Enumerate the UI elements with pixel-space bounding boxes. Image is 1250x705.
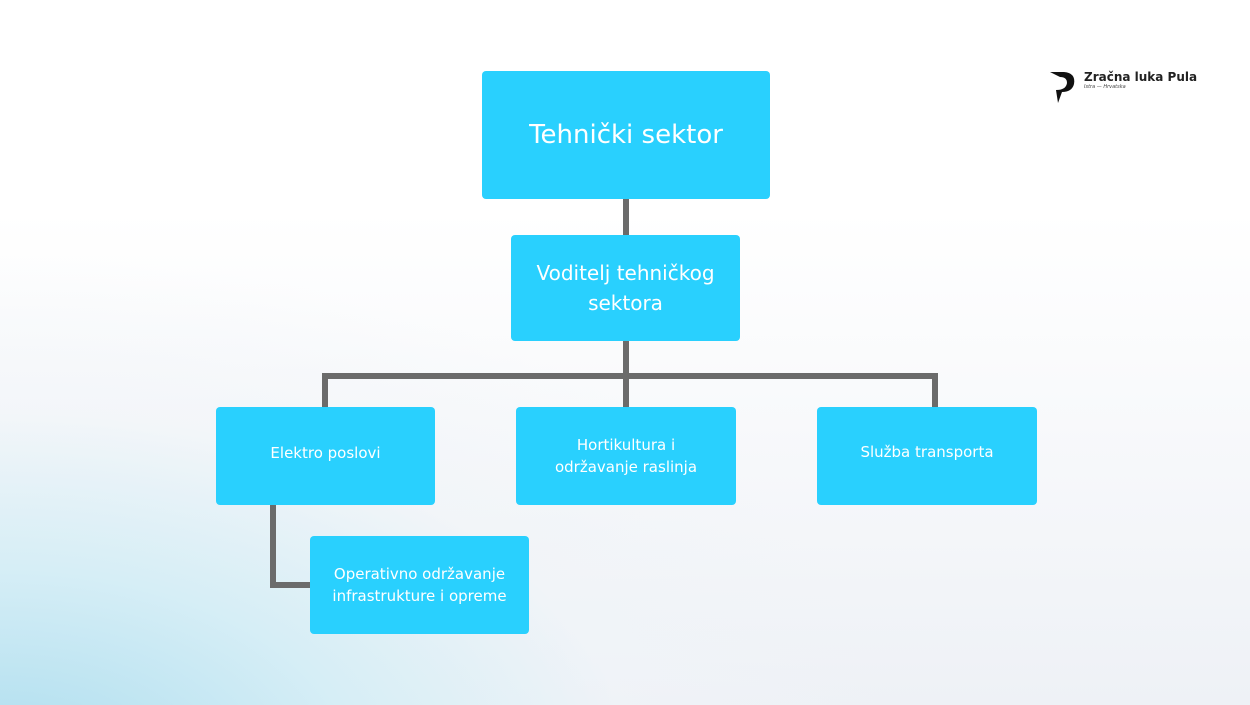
node-root: Tehnički sektor: [482, 71, 770, 199]
node-hortikultura: Hortikultura i održavanje raslinja: [516, 407, 736, 505]
logo-tagline: Istra — Hrvatska: [1084, 84, 1126, 90]
connector: [932, 373, 938, 407]
node-elektro: Elektro poslovi: [216, 407, 435, 505]
logo-name: Zračna luka Pula: [1084, 70, 1198, 84]
connector: [322, 373, 328, 407]
connector: [623, 199, 629, 235]
connector: [322, 373, 938, 379]
node-head: Voditelj tehničkog sektora: [511, 235, 740, 341]
connector: [270, 505, 276, 588]
logo: Zračna luka Pula Istra — Hrvatska: [1048, 70, 1197, 104]
logo-mark-icon: [1050, 72, 1075, 103]
node-transport: Služba transporta: [817, 407, 1037, 505]
connector: [270, 582, 310, 588]
node-operativno: Operativno održavanje infrastrukture i o…: [310, 536, 529, 634]
